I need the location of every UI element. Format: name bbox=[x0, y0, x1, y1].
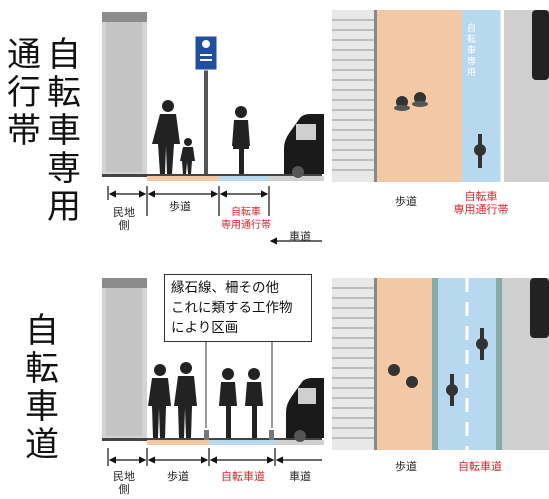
label-minchi-bottom: 民地側 bbox=[113, 470, 135, 496]
title-col-jitenshado: 自転車道 bbox=[25, 311, 59, 465]
plan-label-bike-lane-top: 自転車専用通行帯 bbox=[453, 190, 509, 216]
label-bike-road-bottom: 自転車道 bbox=[221, 470, 265, 483]
cyclist-1 bbox=[219, 368, 237, 438]
sidewalk-strip-bottom bbox=[147, 440, 209, 445]
label-bike-lane-top: 自転車専用通行帯 bbox=[221, 207, 271, 231]
pedestrian-2 bbox=[174, 362, 197, 438]
plan-car bbox=[532, 10, 549, 80]
plan-cyclist bbox=[474, 134, 486, 168]
plan-sidewalk-bottom bbox=[377, 278, 432, 450]
title-col-jitensha-senyo: 自転車専用 bbox=[47, 35, 81, 227]
plan-cyclists-bottom bbox=[446, 328, 488, 406]
partition-note: 縁石線、柵その他 これに類する工作物 により区画 bbox=[164, 274, 312, 342]
bottom-plan-view bbox=[332, 278, 549, 450]
top-plan-view bbox=[332, 10, 549, 182]
pedestrian-1 bbox=[148, 364, 171, 438]
label-hodo-top: 歩道 bbox=[169, 200, 191, 213]
top-cross-section bbox=[102, 12, 324, 181]
pedestrian-adult bbox=[152, 100, 180, 174]
bike-sign bbox=[194, 35, 218, 71]
label-shado-top: 車道 bbox=[289, 230, 311, 243]
pedestrian-child bbox=[180, 138, 195, 174]
cyclist-2 bbox=[245, 368, 263, 438]
plan-car-bottom bbox=[530, 278, 549, 338]
car bbox=[284, 114, 324, 178]
sidewalk-strip bbox=[147, 176, 219, 181]
bottom-cross-section bbox=[102, 278, 324, 445]
title-col-tsuko: 通行帯 bbox=[7, 35, 41, 151]
plan-pedestrians-bottom bbox=[388, 364, 418, 388]
bike-lane-strip bbox=[219, 176, 269, 181]
label-minchi-top: 民地側 bbox=[113, 206, 135, 232]
bike-road-strip bbox=[209, 440, 275, 445]
bottom-dimension-lines bbox=[107, 448, 322, 466]
label-hodo-bottom: 歩道 bbox=[167, 470, 189, 483]
plan-pedestrians bbox=[394, 92, 428, 111]
cyclist bbox=[232, 106, 250, 174]
plan-label-bike-road-bottom: 自転車道 bbox=[458, 460, 502, 473]
plan-label-hodo-top: 歩道 bbox=[395, 195, 417, 208]
car-bottom bbox=[286, 378, 324, 442]
label-shado-bottom: 車道 bbox=[289, 470, 311, 483]
top-dimension-lines bbox=[107, 186, 322, 245]
plan-label-hodo-bottom: 歩道 bbox=[395, 460, 417, 473]
plan-road-text-top: 自転車専用 bbox=[467, 24, 477, 78]
